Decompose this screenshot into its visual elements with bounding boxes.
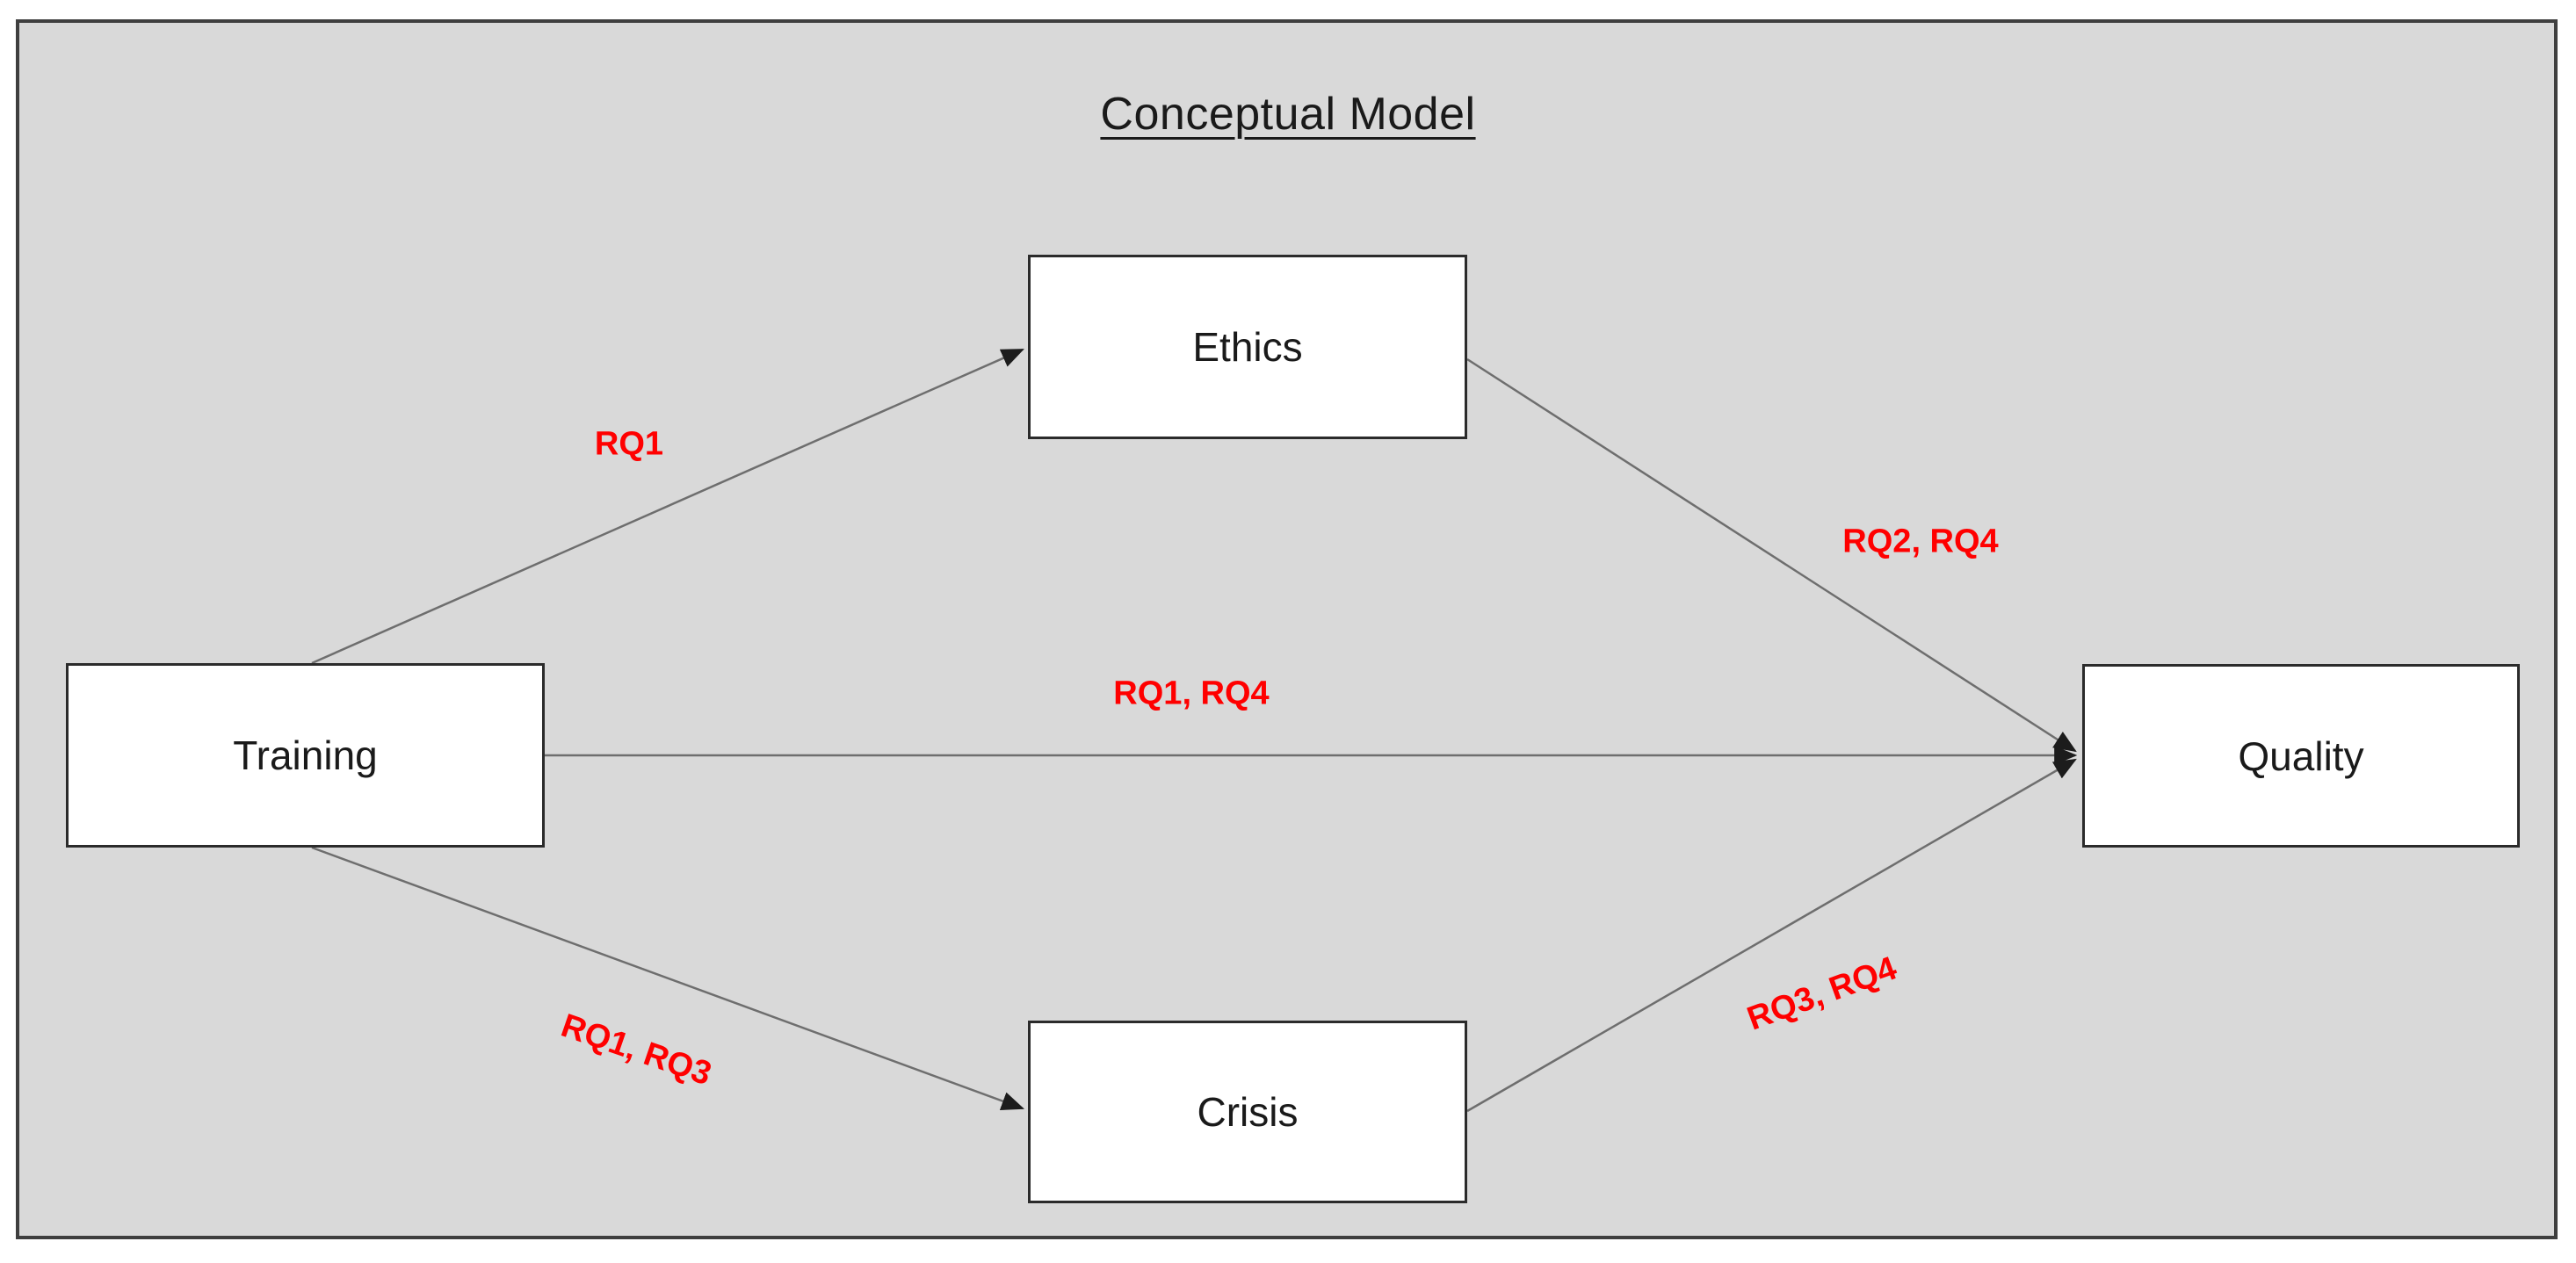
edge-crisis-quality xyxy=(1466,758,2077,1113)
node-quality: Quality xyxy=(2082,664,2520,848)
edge-training-crisis xyxy=(311,846,1025,1110)
node-crisis: Crisis xyxy=(1028,1021,1467,1203)
node-crisis-label: Crisis xyxy=(1197,1089,1299,1135)
node-training: Training xyxy=(66,663,545,848)
node-training-label: Training xyxy=(233,733,378,778)
edge-label-ethics-quality: RQ2, RQ4 xyxy=(1842,523,1999,560)
node-quality-label: Quality xyxy=(2238,733,2364,779)
node-ethics: Ethics xyxy=(1028,255,1467,439)
edge-training-ethics xyxy=(311,348,1024,665)
edge-label-training-ethics: RQ1 xyxy=(594,425,664,463)
node-ethics-label: Ethics xyxy=(1192,324,1303,370)
diagram-title: Conceptual Model xyxy=(1100,89,1476,140)
edge-label-training-quality: RQ1, RQ4 xyxy=(1113,675,1270,712)
edge-ethics-quality xyxy=(1466,357,2077,753)
